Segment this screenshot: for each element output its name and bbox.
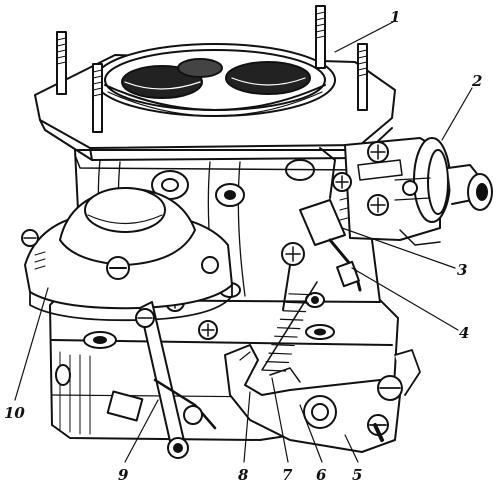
callout-4: 4 xyxy=(459,324,469,342)
stud xyxy=(357,43,368,111)
leader-lines xyxy=(14,21,473,463)
leader-line xyxy=(299,404,323,463)
callout-6: 6 xyxy=(316,466,327,484)
pneumatic-actuator xyxy=(344,137,493,246)
stud xyxy=(315,5,326,69)
callout-2: 2 xyxy=(471,72,482,90)
leader-line xyxy=(14,287,49,401)
callout-10: 10 xyxy=(4,404,25,422)
leader-line xyxy=(351,267,459,331)
mounting-studs xyxy=(56,5,368,133)
pump-link-rod xyxy=(106,301,217,459)
callout-3: 3 xyxy=(457,261,467,279)
return-spring xyxy=(261,242,318,372)
stud xyxy=(92,63,103,133)
leader-line xyxy=(441,87,473,141)
callout-1: 1 xyxy=(390,8,400,26)
callout-8: 8 xyxy=(238,466,249,484)
callout-5: 5 xyxy=(352,466,362,484)
callout-labels: 1 2 3 4 5 6 7 8 9 10 xyxy=(4,8,482,484)
linkage-rods xyxy=(299,147,362,292)
leader-line xyxy=(341,227,456,269)
leader-line xyxy=(124,399,159,463)
leader-line xyxy=(344,434,359,463)
stud xyxy=(56,31,67,95)
leader-line xyxy=(271,377,289,463)
throttle-levers xyxy=(224,344,421,453)
pump-cover xyxy=(21,187,233,322)
leader-line xyxy=(334,21,394,53)
callout-9: 9 xyxy=(118,466,129,484)
top-cover xyxy=(34,43,396,171)
leader-line xyxy=(243,391,251,463)
callout-7: 7 xyxy=(282,466,293,484)
